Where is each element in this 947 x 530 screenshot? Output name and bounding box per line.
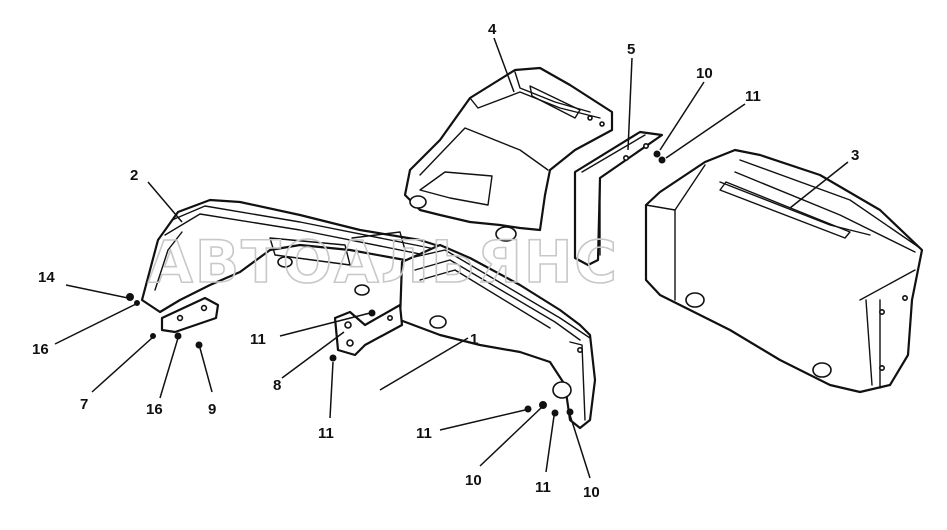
part-4-rear-fender-panel — [403, 66, 614, 242]
nut-7 — [150, 333, 156, 339]
callout-labels: 2 1 3 4 5 10 11 14 16 7 16 9 11 8 11 11 … — [32, 21, 859, 501]
bolt-11-lower — [329, 354, 337, 362]
part-3-rear-fender-box — [644, 148, 924, 394]
callout-11-lower: 11 — [318, 425, 334, 442]
callout-10-front: 10 — [465, 472, 482, 489]
callout-11-bracket: 11 — [250, 331, 266, 348]
callout-10-rear: 10 — [583, 484, 600, 501]
callout-1: 1 — [470, 331, 478, 348]
nut-10-rear — [566, 408, 574, 416]
part-1-main-fender — [398, 243, 597, 430]
bolt-11-top — [658, 156, 666, 164]
bolt-14 — [126, 293, 134, 301]
callout-2: 2 — [130, 167, 138, 184]
part-7-mounting-plate — [160, 296, 220, 334]
callout-14: 14 — [38, 269, 55, 286]
callout-3: 3 — [851, 147, 859, 164]
callout-11-top: 11 — [745, 88, 761, 105]
bolt-9 — [195, 341, 203, 349]
callout-7: 7 — [80, 396, 88, 413]
fasteners — [126, 150, 666, 417]
watermark-text: АВТОАЛЬЯНС — [148, 228, 619, 296]
callout-16-left: 16 — [32, 341, 49, 358]
part-8-bracket — [333, 303, 404, 357]
washer-10-front — [539, 401, 547, 409]
part-5-bracket — [573, 130, 664, 267]
callout-8: 8 — [273, 377, 281, 394]
callout-10-top: 10 — [696, 65, 713, 82]
leader-lines — [54, 37, 849, 479]
bolt-10-top — [653, 150, 661, 158]
callout-16-bottom: 16 — [146, 401, 163, 418]
callout-9: 9 — [208, 401, 216, 418]
callout-4: 4 — [488, 21, 497, 38]
bolt-11-mid — [551, 409, 559, 417]
callout-5: 5 — [627, 41, 635, 58]
bolt-11-front — [524, 405, 532, 413]
callout-11-mid: 11 — [535, 479, 551, 496]
callout-11-front: 11 — [416, 425, 432, 442]
